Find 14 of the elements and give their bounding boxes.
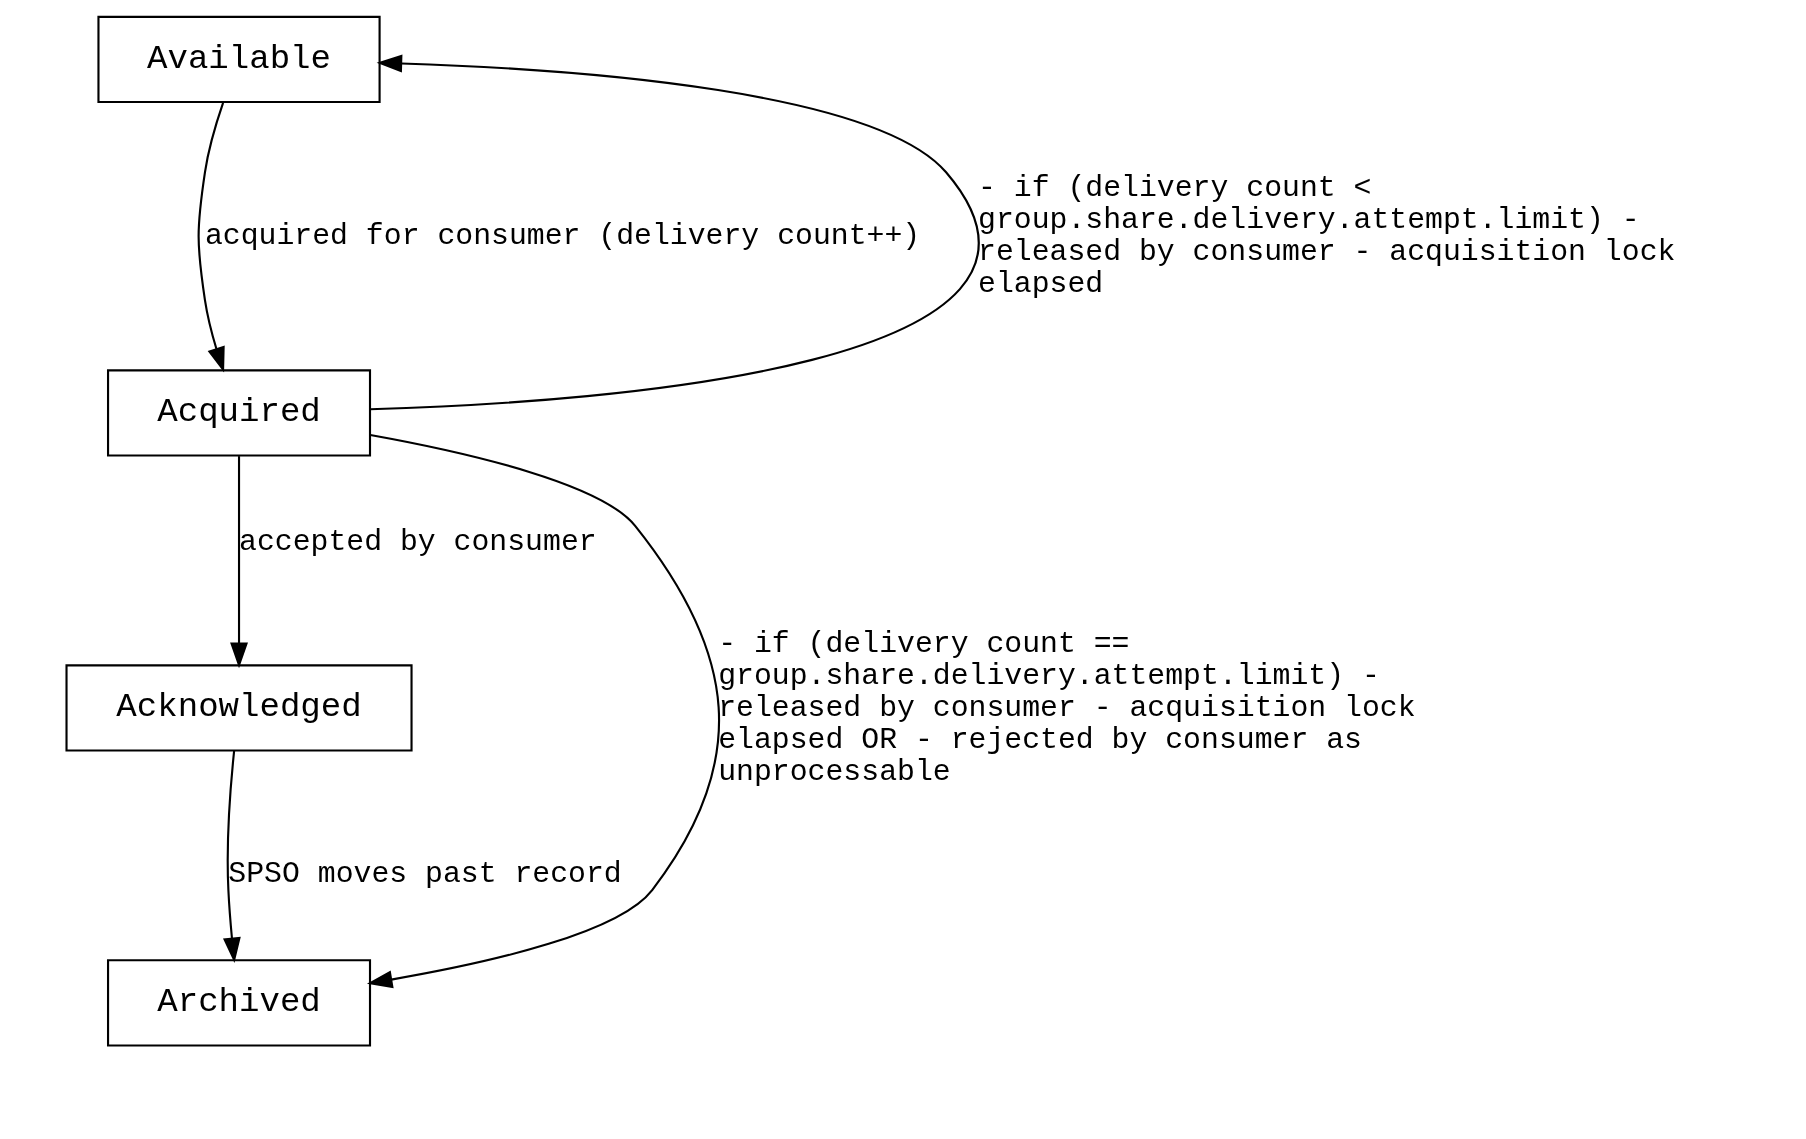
arrow	[222, 750, 241, 963]
node-box: Available	[96, 15, 381, 104]
edge-label: - if (delivery count < group.share.delivery.attempt.limit) - released by consumer - acquisition lock elapsed	[977, 171, 1675, 301]
node-box: Acknowledged	[64, 664, 413, 752]
edge-label: accepted by consumer	[238, 524, 597, 559]
arrow	[369, 54, 978, 411]
arrow	[366, 433, 720, 989]
edge-label: acquired for consumer (delivery count++)	[204, 219, 920, 254]
edge-label: - if (delivery count == group.share.delivery.attempt.limit) - released by consumer - acquisition lock elapsed OR - rejected by consumer as unprocessable	[717, 626, 1416, 789]
arrow	[229, 456, 248, 669]
node-box: Acquired	[106, 369, 371, 457]
arrow	[197, 102, 225, 373]
edge-label: SPSO moves past record	[227, 856, 622, 891]
node-box: Archived	[106, 959, 371, 1047]
